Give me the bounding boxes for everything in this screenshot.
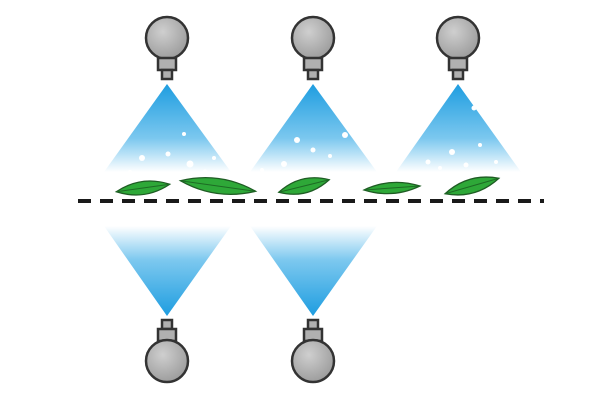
droplet-icon <box>310 147 316 153</box>
droplet-icon <box>494 160 498 164</box>
droplet-icon <box>294 137 300 143</box>
spray-nozzle-icon <box>290 15 336 81</box>
droplet-icon <box>449 149 455 155</box>
droplet-icon <box>182 132 186 136</box>
leaf-icon <box>114 180 172 196</box>
droplet-icon <box>478 143 482 147</box>
spray-cone-top-3 <box>396 84 521 172</box>
droplet-icon <box>503 174 507 178</box>
droplet-icon <box>260 168 264 172</box>
droplet-icon <box>186 160 194 168</box>
droplet-icon <box>463 162 469 168</box>
droplet-icon <box>165 151 171 157</box>
spray-nozzle-icon <box>290 318 336 384</box>
leaf-icon <box>178 176 258 196</box>
spray-nozzle-icon <box>144 15 190 81</box>
spray-cone-bottom-1 <box>104 226 231 316</box>
leaf-icon <box>443 176 501 196</box>
droplet-icon <box>328 154 332 158</box>
droplet-icon <box>281 161 287 167</box>
leaf-icon <box>277 177 331 195</box>
droplet-icon <box>438 166 442 170</box>
spray-cone-top-1 <box>104 84 231 172</box>
spray-cone-bottom-2 <box>250 226 377 316</box>
droplet-icon <box>425 159 431 165</box>
droplet-icon <box>139 155 145 161</box>
droplet-icon <box>202 169 208 175</box>
leaf-icon <box>362 181 422 195</box>
droplet-icon <box>295 171 301 177</box>
droplet-icon <box>128 170 132 174</box>
droplet-icon <box>212 156 216 160</box>
droplet-icon <box>471 105 477 111</box>
droplet-icon <box>342 132 348 138</box>
spray-nozzle-icon <box>144 318 190 384</box>
spray-cone-top-2 <box>250 84 377 172</box>
spray-nozzle-icon <box>435 15 481 81</box>
droplet-group <box>128 105 507 178</box>
